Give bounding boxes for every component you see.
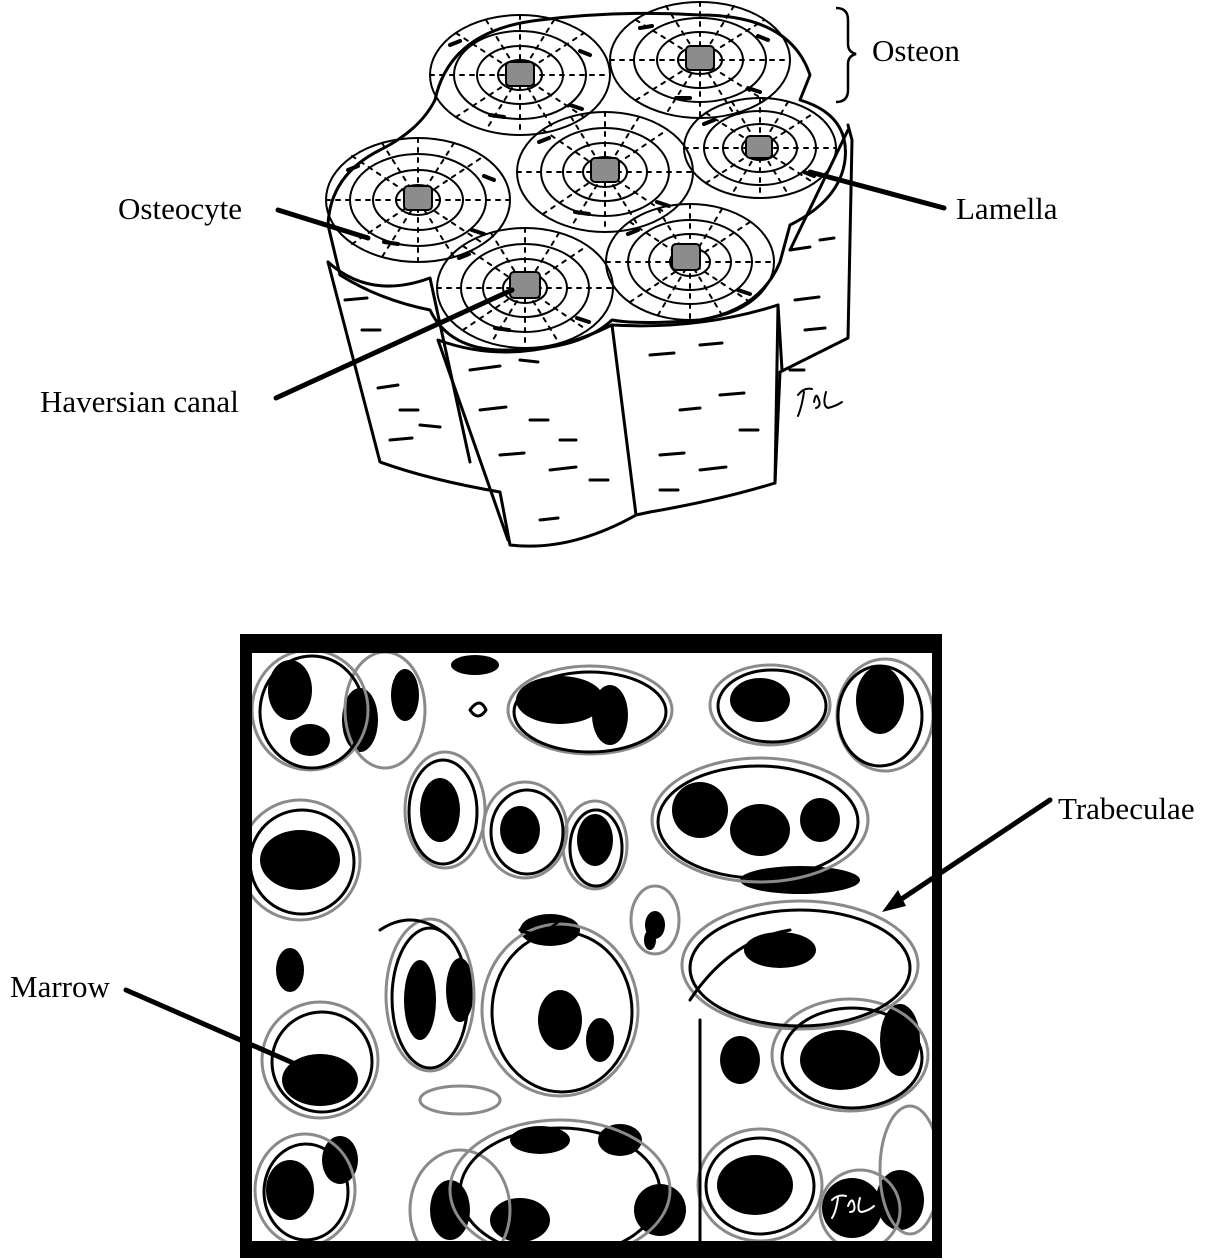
haversian-canal-6 (510, 272, 540, 298)
spongy-bone-illustration (240, 634, 942, 1260)
trabeculae-label: Trabeculae (1058, 793, 1195, 824)
haversian-canal-2 (686, 46, 714, 70)
osteon-top (326, 2, 845, 350)
osteon-column-front (438, 325, 636, 540)
signature-stamp-icon (822, 1178, 882, 1238)
artist-signature-icon (798, 389, 842, 416)
haversian-canal-4 (746, 136, 772, 158)
lamella-leader (810, 172, 944, 208)
marrow-label: Marrow (10, 971, 110, 1002)
haversian-canal-label: Haversian canal (40, 386, 239, 417)
osteon-label: Osteon (872, 35, 960, 66)
osteocyte-label: Osteocyte (118, 193, 242, 224)
haversian-canal-5 (404, 186, 432, 210)
haversian-canal-7 (672, 244, 700, 270)
osteon-bracket (836, 8, 856, 102)
osteon-column-front-right (612, 305, 778, 483)
osteocyte-leader (278, 210, 368, 238)
haversian-canal-1 (506, 62, 534, 86)
haversian-canal-leader (276, 290, 512, 398)
haversian-canal-3 (591, 158, 619, 182)
compact-bone-illustration (326, 2, 852, 546)
lamella-label: Lamella (956, 193, 1058, 224)
